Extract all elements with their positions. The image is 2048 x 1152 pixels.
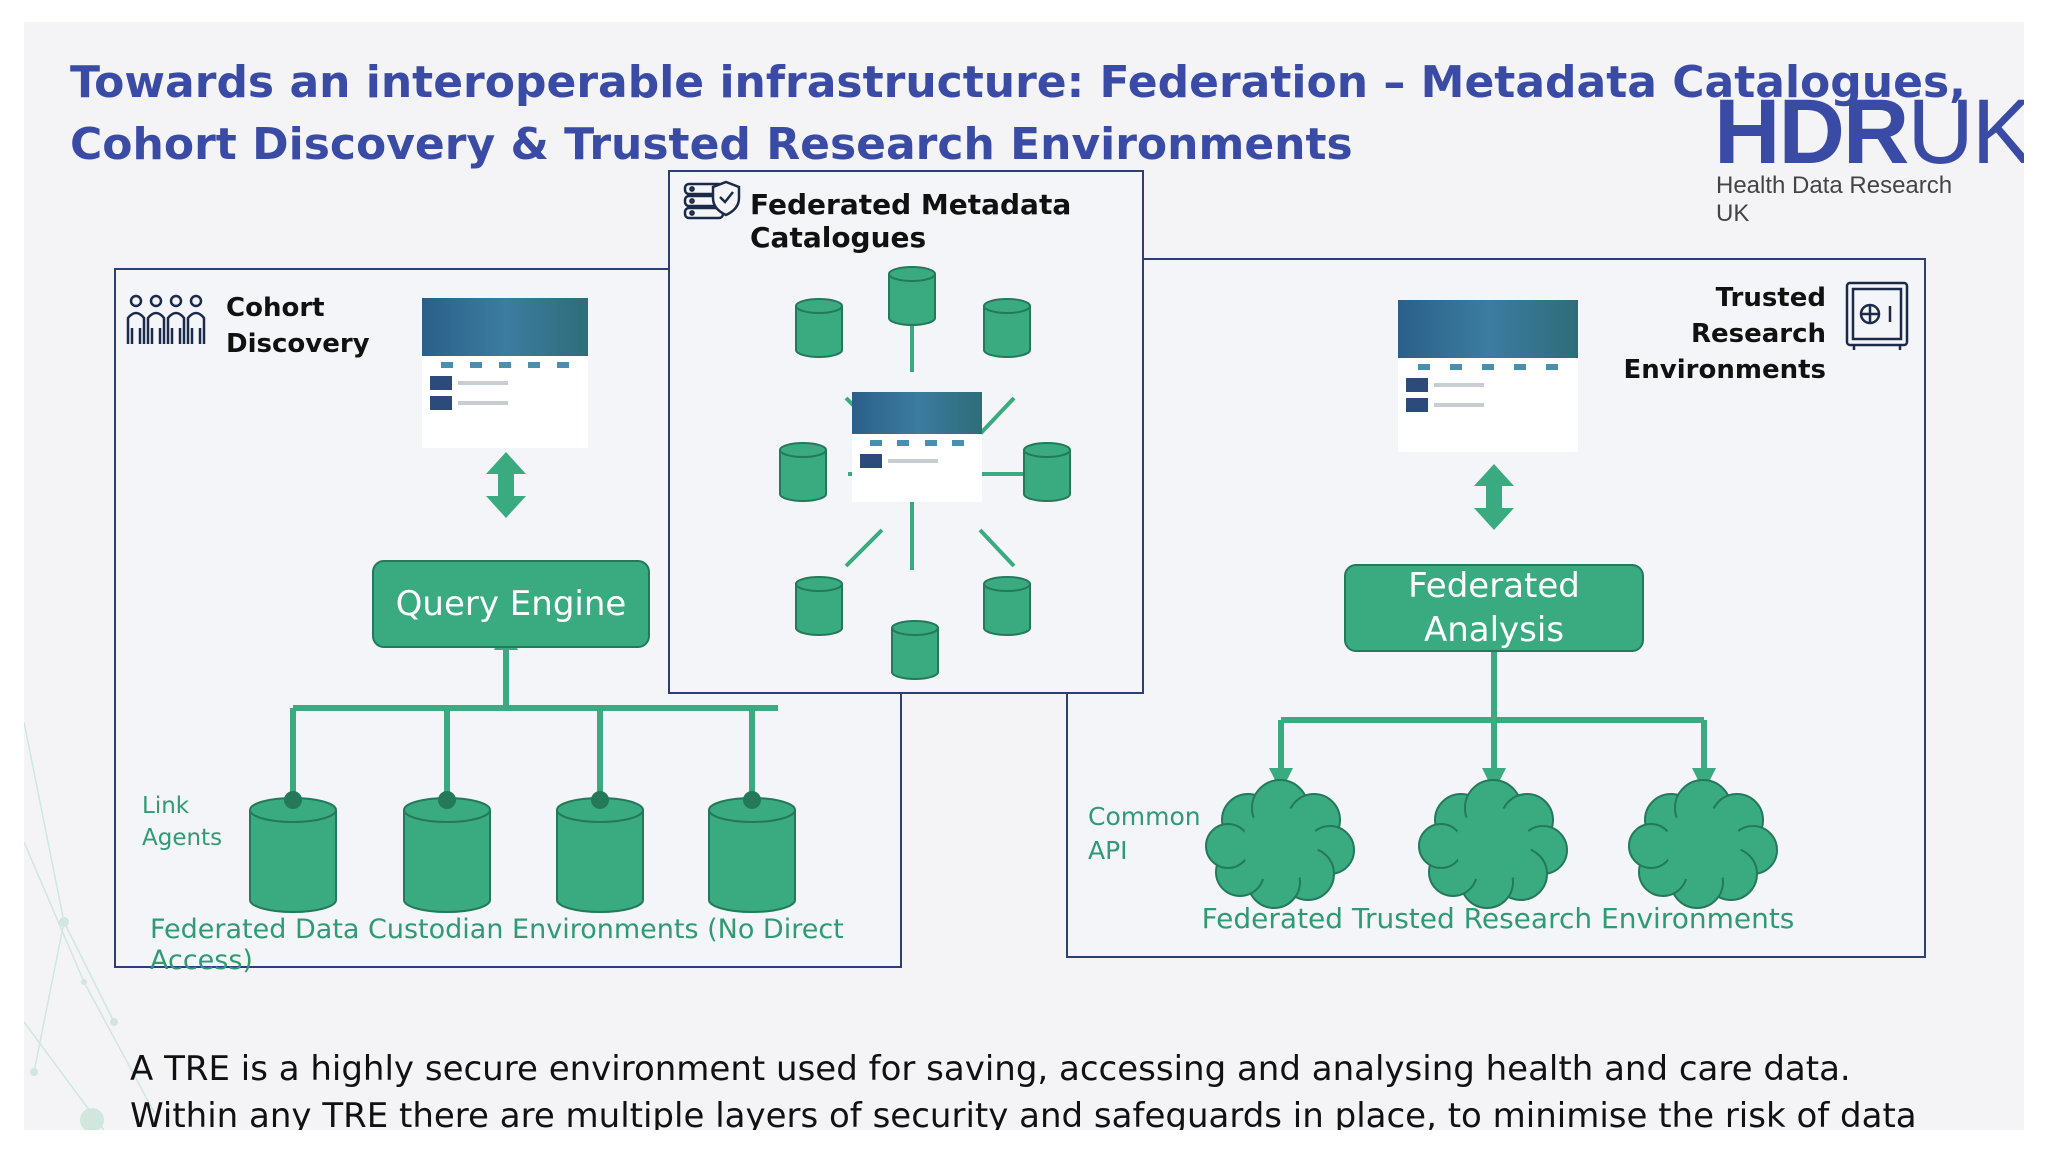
- metadata-catalogues-panel: Federated Metadata Catalogues: [668, 170, 1144, 694]
- common-api-line-2: API: [1088, 836, 1128, 865]
- double-arrow-icon: [486, 452, 526, 518]
- website-screenshot-thumbnail: [1398, 300, 1578, 452]
- tre-title: Trusted Research Environments: [1624, 280, 1826, 388]
- cloud-icon: [1418, 779, 1568, 909]
- website-screenshot-thumbnail: [852, 392, 982, 502]
- tre-description: A TRE is a highly secure environment use…: [130, 1049, 1917, 1130]
- link-agents-line-2: Agents: [142, 825, 223, 851]
- common-api-line-1: Common: [1088, 802, 1201, 831]
- database-icon: [779, 442, 827, 502]
- slide-title: Towards an interoperable infrastructure:…: [70, 52, 1966, 176]
- database-icon: [983, 576, 1031, 636]
- federated-analysis-box: Federated Analysis: [1344, 564, 1644, 652]
- link-agents-line-1: Link: [142, 793, 190, 819]
- slide-title-line-1: Towards an interoperable infrastructure:…: [70, 57, 1966, 108]
- website-screenshot-thumbnail: [422, 298, 588, 448]
- cloud-icon: [1205, 779, 1355, 909]
- common-api-label: Common API: [1088, 800, 1201, 868]
- database-icon: [891, 620, 939, 680]
- logo-text-uk: UK: [1907, 81, 2024, 183]
- database-icon: [249, 797, 337, 913]
- query-engine-label: Query Engine: [395, 584, 627, 624]
- slide: Towards an interoperable infrastructure:…: [24, 22, 2024, 1130]
- hdruk-logo: HDRUK Health Data Research UK: [1714, 86, 2024, 228]
- database-icon: [708, 797, 796, 913]
- tre-title-line-1: Trusted: [1715, 283, 1826, 313]
- cohort-footer-label: Federated Data Custodian Environments (N…: [150, 914, 844, 976]
- safe-icon: [1845, 281, 1909, 350]
- cohort-title-line-1: Cohort: [226, 293, 325, 323]
- link-agents-label: Link Agents: [142, 790, 222, 854]
- tre-connectors: [1205, 464, 1778, 909]
- network-decoration: [24, 721, 155, 1130]
- tre-panel: Trusted Research Environments: [1066, 258, 1926, 958]
- logo-subtitle: Health Data Research UK: [1716, 172, 1953, 227]
- logo-text-hdr: HDR: [1714, 81, 1909, 183]
- database-icon: [983, 298, 1031, 358]
- query-engine-box: Query Engine: [372, 560, 650, 648]
- database-icon: [795, 576, 843, 636]
- database-shield-icon: [683, 180, 741, 220]
- tre-footer-label: Federated Trusted Research Environments: [1201, 902, 1795, 935]
- federated-analysis-line-2: Analysis: [1423, 610, 1565, 650]
- people-group-icon: [126, 294, 206, 344]
- tre-title-line-2: Research: [1690, 319, 1826, 349]
- database-icon: [556, 797, 644, 913]
- cloud-icon: [1628, 779, 1778, 909]
- database-icon: [795, 298, 843, 358]
- tre-title-line-3: Environments: [1623, 355, 1826, 385]
- cohort-discovery-title: Cohort Discovery: [226, 290, 370, 362]
- database-icon: [403, 797, 491, 913]
- database-icon: [888, 266, 936, 326]
- metadata-catalogues-title: Federated Metadata Catalogues: [750, 188, 1072, 254]
- database-icon: [1023, 442, 1071, 502]
- double-arrow-icon: [1474, 464, 1514, 530]
- federated-analysis-line-1: Federated: [1408, 566, 1580, 606]
- cohort-title-line-2: Discovery: [226, 329, 370, 359]
- cohort-connectors: [249, 452, 796, 913]
- slide-title-line-2: Cohort Discovery & Trusted Research Envi…: [70, 119, 1353, 170]
